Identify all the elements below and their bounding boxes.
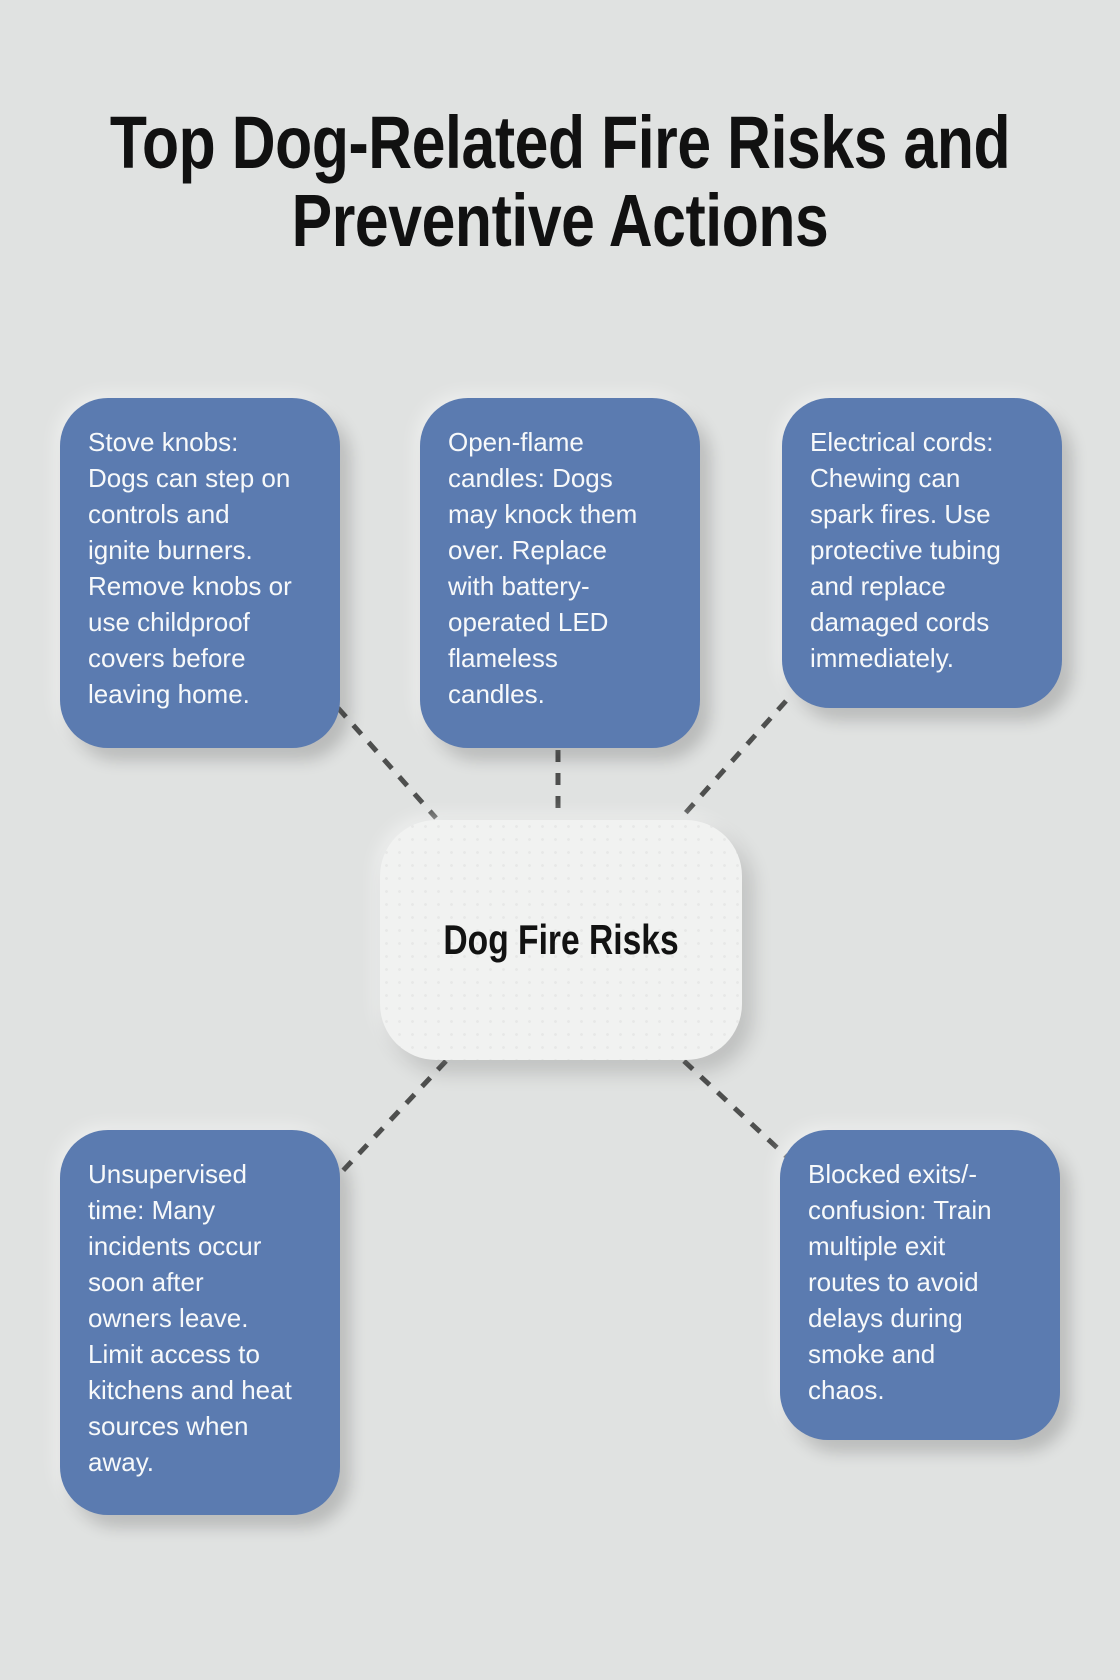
node-electrical-cords-text: Electrical cords: Chewing can spark fire… xyxy=(810,427,1001,673)
center-node-label: Dog Fire Risks xyxy=(443,916,679,963)
node-stove-knobs: Stove knobs: Dogs can step on controls a… xyxy=(60,398,340,748)
page-title: Top Dog-Related Fire Risks and Preventiv… xyxy=(109,101,1011,262)
node-unsupervised-time: Unsupervised time: Many incidents occur … xyxy=(60,1130,340,1515)
connector-unsupervised-time xyxy=(334,1059,448,1180)
node-blocked-exits-confusion: Blocked exits/- confusion: Train multipl… xyxy=(780,1130,1060,1440)
node-open-flame-candles: Open-flame candles: Dogs may knock them … xyxy=(420,398,700,748)
node-stove-knobs-text: Stove knobs: Dogs can step on controls a… xyxy=(88,427,292,709)
node-electrical-cords: Electrical cords: Chewing can spark fire… xyxy=(782,398,1062,708)
node-blocked-exits-confusion-text: Blocked exits/- confusion: Train multipl… xyxy=(808,1159,992,1405)
node-open-flame-candles-text: Open-flame candles: Dogs may knock them … xyxy=(448,427,638,709)
connector-blocked-exits xyxy=(682,1059,788,1158)
center-node: Dog Fire Risks xyxy=(380,820,742,1060)
node-unsupervised-time-text: Unsupervised time: Many incidents occur … xyxy=(88,1159,292,1477)
connector-stove-knobs xyxy=(336,706,438,820)
connector-electrical-cords xyxy=(679,699,788,820)
